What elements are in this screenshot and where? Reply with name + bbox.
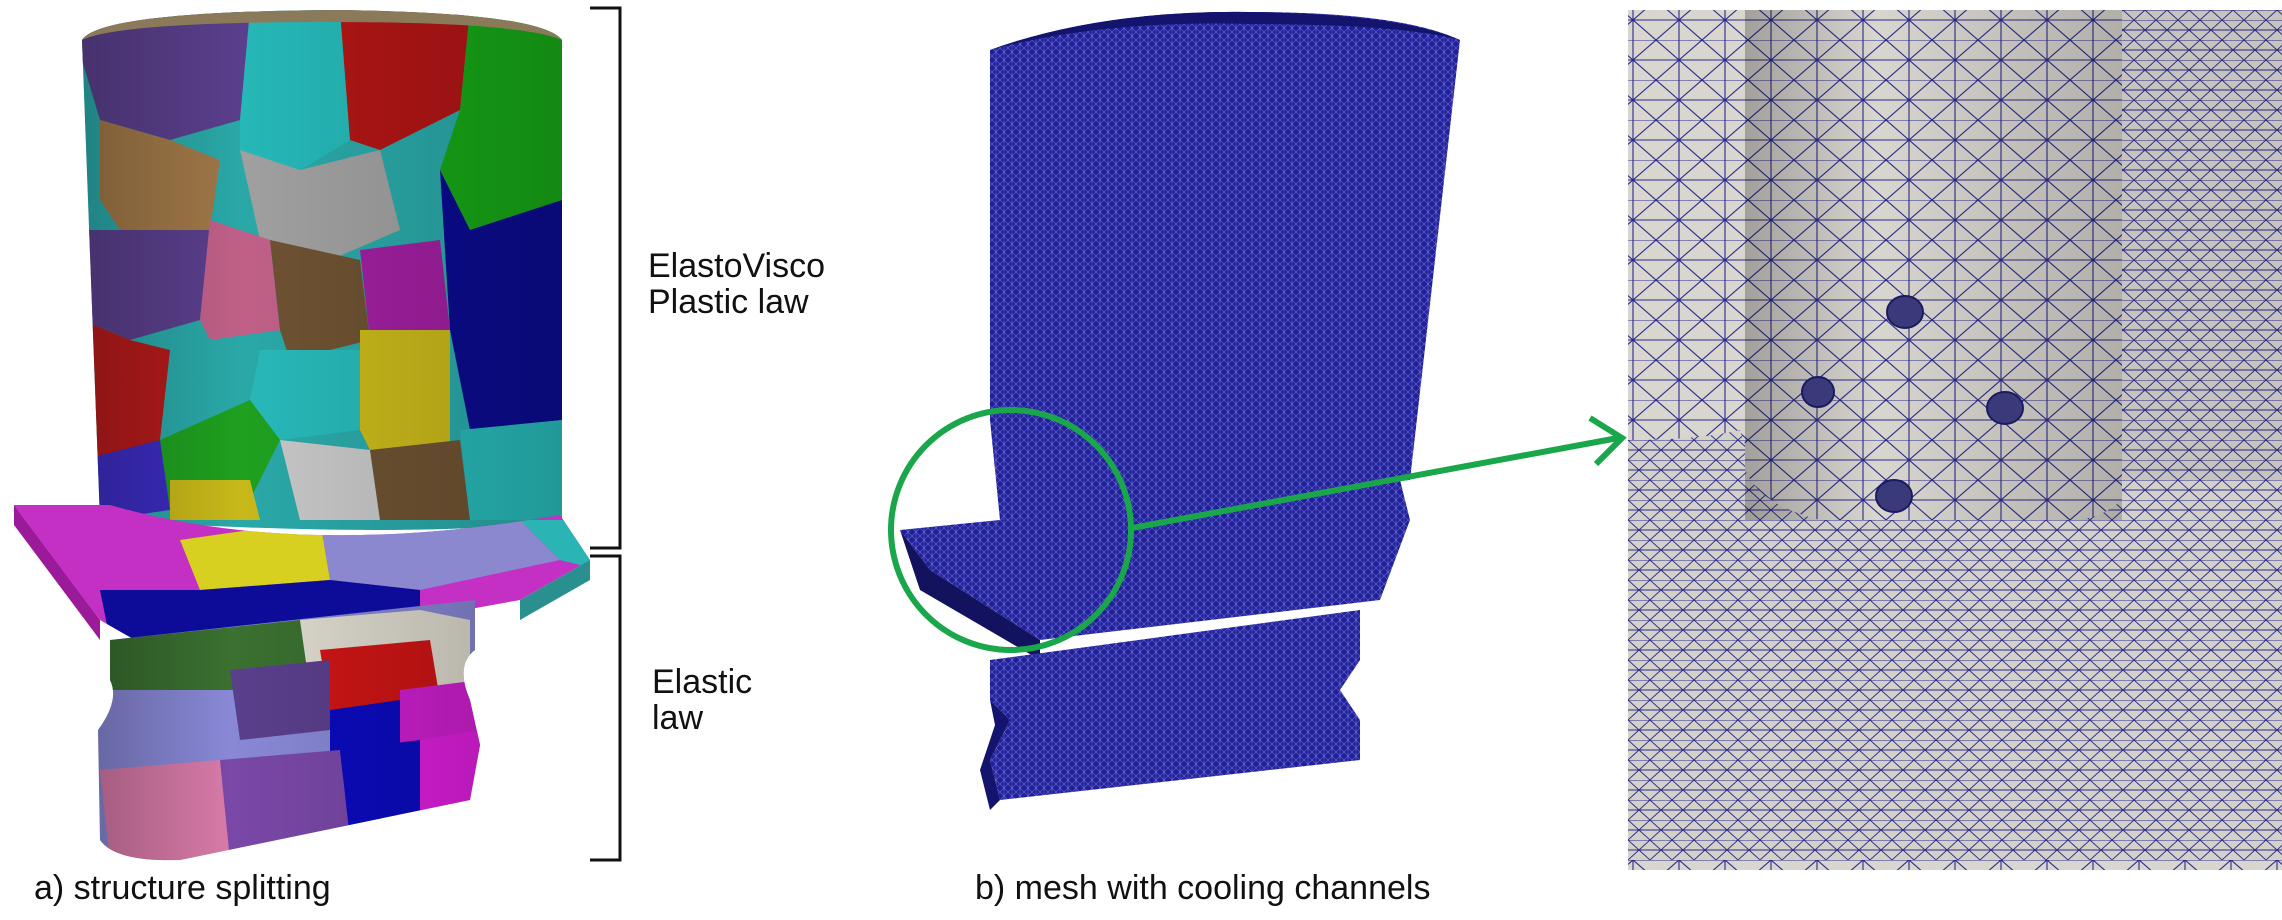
cooling-hole bbox=[1986, 391, 2024, 425]
lower-bracket bbox=[590, 554, 622, 862]
root-colored-grains bbox=[98, 600, 480, 861]
elastoviscoplastic-label-line1: ElastoVisco bbox=[648, 247, 826, 285]
elastic-label-line2: law bbox=[652, 699, 704, 737]
zoom-arrow-line bbox=[1131, 435, 1619, 531]
caption-structure-splitting: a) structure splitting bbox=[34, 869, 331, 907]
highlight-circle bbox=[888, 407, 1134, 653]
cooling-hole bbox=[1875, 479, 1913, 513]
cooling-hole bbox=[1801, 376, 1835, 408]
zoom-highlight bbox=[888, 407, 1627, 653]
elastoviscoplastic-label-line2: Plastic law bbox=[648, 283, 809, 321]
zoom-arrowhead bbox=[1588, 415, 1627, 467]
cooling-holes bbox=[1801, 295, 2024, 513]
elastic-label-line1: Elastic bbox=[652, 663, 753, 701]
meshed-blade bbox=[900, 11, 1460, 810]
structure-splitting-blade bbox=[14, 10, 590, 861]
upper-bracket bbox=[590, 6, 622, 550]
airfoil-colored-grains bbox=[82, 10, 562, 530]
caption-mesh-cooling-channels: b) mesh with cooling channels bbox=[975, 869, 1431, 907]
mesh-zoom-view bbox=[1628, 10, 2282, 870]
cooling-hole bbox=[1886, 295, 1924, 329]
